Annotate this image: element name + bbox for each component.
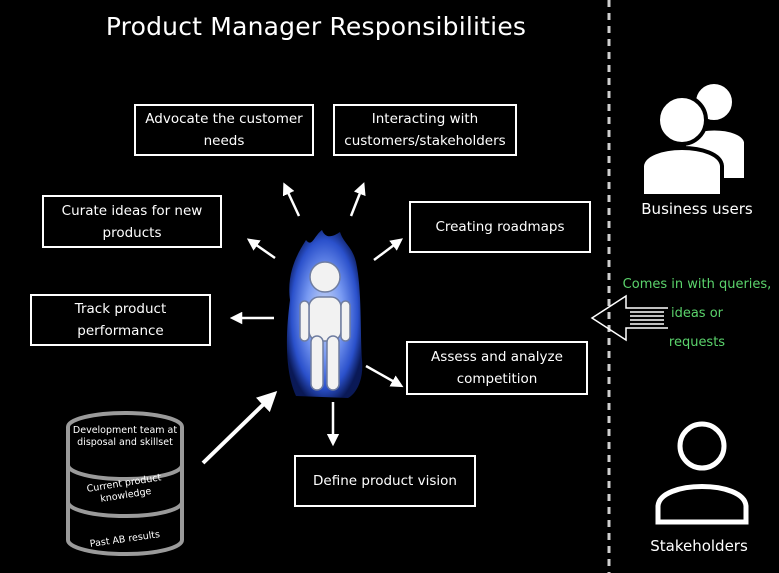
box-assess-label: Assess and analyze competition <box>431 349 563 387</box>
stakeholder-icon <box>655 421 749 525</box>
business-users-icon <box>640 80 748 198</box>
database-arrow <box>201 391 278 465</box>
box-assess: Assess and analyze competition <box>406 341 588 395</box>
box-curate: Curate ideas for new products <box>42 195 222 248</box>
diagram-title: Product Manager Responsibilities <box>105 12 527 41</box>
incoming-arrow <box>590 294 668 342</box>
person-figure <box>299 261 351 391</box>
box-interacting-label: Interacting with customers/stakeholders <box>344 111 506 149</box>
box-vision: Define product vision <box>294 455 476 507</box>
box-track-label: Track product performance <box>74 301 167 339</box>
box-curate-label: Curate ideas for new products <box>61 202 203 241</box>
db-layer-dev-team: Development team at disposal and skillse… <box>72 425 178 448</box>
database-icon <box>66 411 184 556</box>
queries-text-line3: requests <box>668 335 726 350</box>
box-interacting: Interacting with customers/stakeholders <box>333 104 517 156</box>
box-roadmaps-label: Creating roadmaps <box>435 219 565 235</box>
stakeholders-label: Stakeholders <box>650 537 748 555</box>
box-advocate-label: Advocate the customer needs <box>145 111 303 149</box>
box-track: Track product performance <box>30 294 211 346</box>
radiating-arrows <box>229 182 404 447</box>
box-vision-label: Define product vision <box>313 473 457 489</box>
queries-text-line1: Comes in with queries, <box>622 277 772 292</box>
business-users-label: Business users <box>641 200 753 218</box>
box-roadmaps: Creating roadmaps <box>409 201 591 253</box>
queries-text-line2: ideas or <box>670 306 724 321</box>
box-advocate: Advocate the customer needs <box>134 104 314 156</box>
